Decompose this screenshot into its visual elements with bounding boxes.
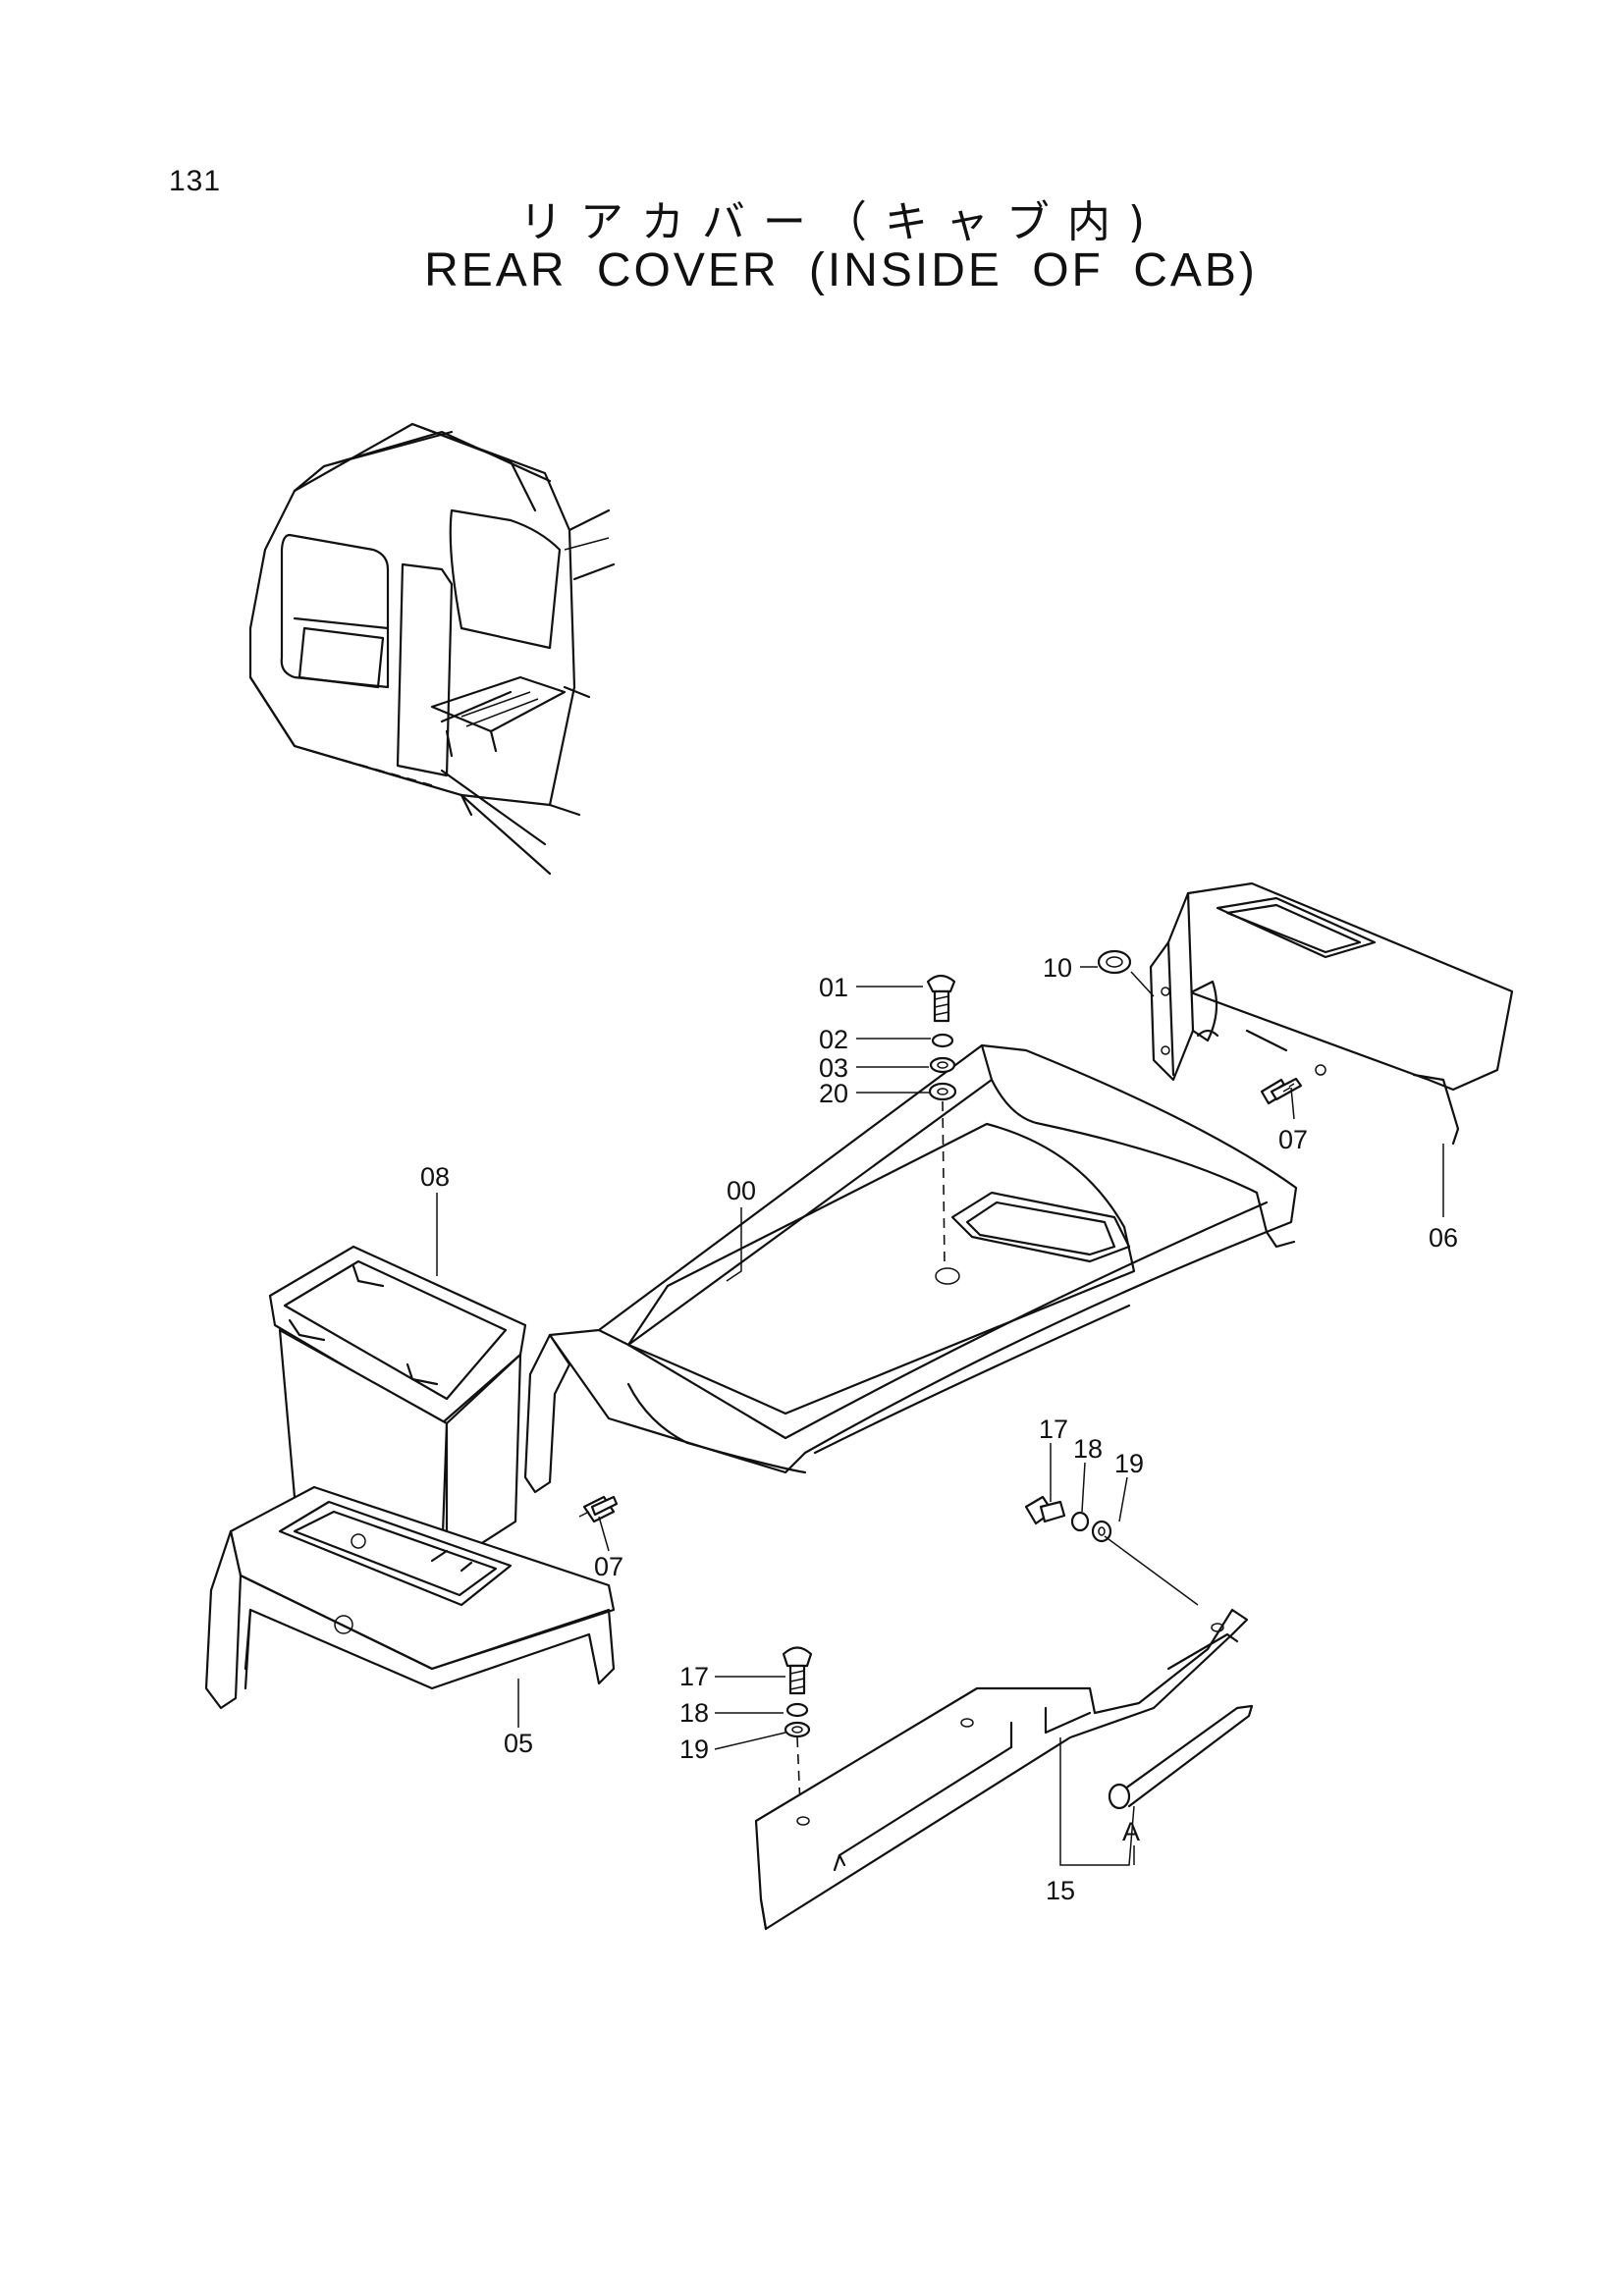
callout-20: 20 [819, 1079, 848, 1108]
callout-00: 00 [727, 1176, 756, 1205]
callout-03: 03 [819, 1053, 848, 1083]
callout-17-lower: 17 [679, 1662, 709, 1691]
hardware-stack-upper [926, 974, 957, 1267]
callout-06: 06 [1429, 1223, 1458, 1253]
title-english: REAR COVER (INSIDE OF CAB) [424, 244, 1258, 296]
part-15-lower-cover [754, 1608, 1254, 1931]
callout-19-right: 19 [1114, 1449, 1144, 1478]
callout-07-upper: 07 [1278, 1125, 1308, 1154]
part-05-base-bracket [204, 1485, 616, 1710]
cab-overview-illustration [248, 422, 616, 876]
part-07-bolt-lower [578, 1495, 619, 1523]
part-10-grommet [1097, 949, 1132, 975]
callout-A: A [1122, 1817, 1140, 1846]
callout-17-right: 17 [1039, 1415, 1068, 1444]
callout-19-lower: 19 [679, 1735, 709, 1764]
leader-lines [436, 966, 1444, 1866]
page-number: 131 [169, 165, 222, 197]
callout-02: 02 [819, 1025, 848, 1054]
hardware-stack-right [1024, 1495, 1112, 1543]
callout-18-lower: 18 [679, 1698, 709, 1728]
callout-08: 08 [420, 1162, 450, 1192]
callout-10: 10 [1043, 953, 1072, 983]
callout-01: 01 [819, 973, 848, 1002]
callout-07-lower: 07 [594, 1552, 623, 1581]
part-00-main-tray [523, 1043, 1298, 1494]
part-06-right-cover [1149, 881, 1514, 1146]
hardware-stack-lower [782, 1646, 813, 1807]
callout-15: 15 [1046, 1876, 1075, 1905]
callout-05: 05 [504, 1729, 533, 1758]
title-japanese: リアカバー（キャブ内) [518, 197, 1163, 247]
callout-18-right: 18 [1073, 1434, 1103, 1464]
part-07-bolt-upper [1260, 1077, 1303, 1105]
